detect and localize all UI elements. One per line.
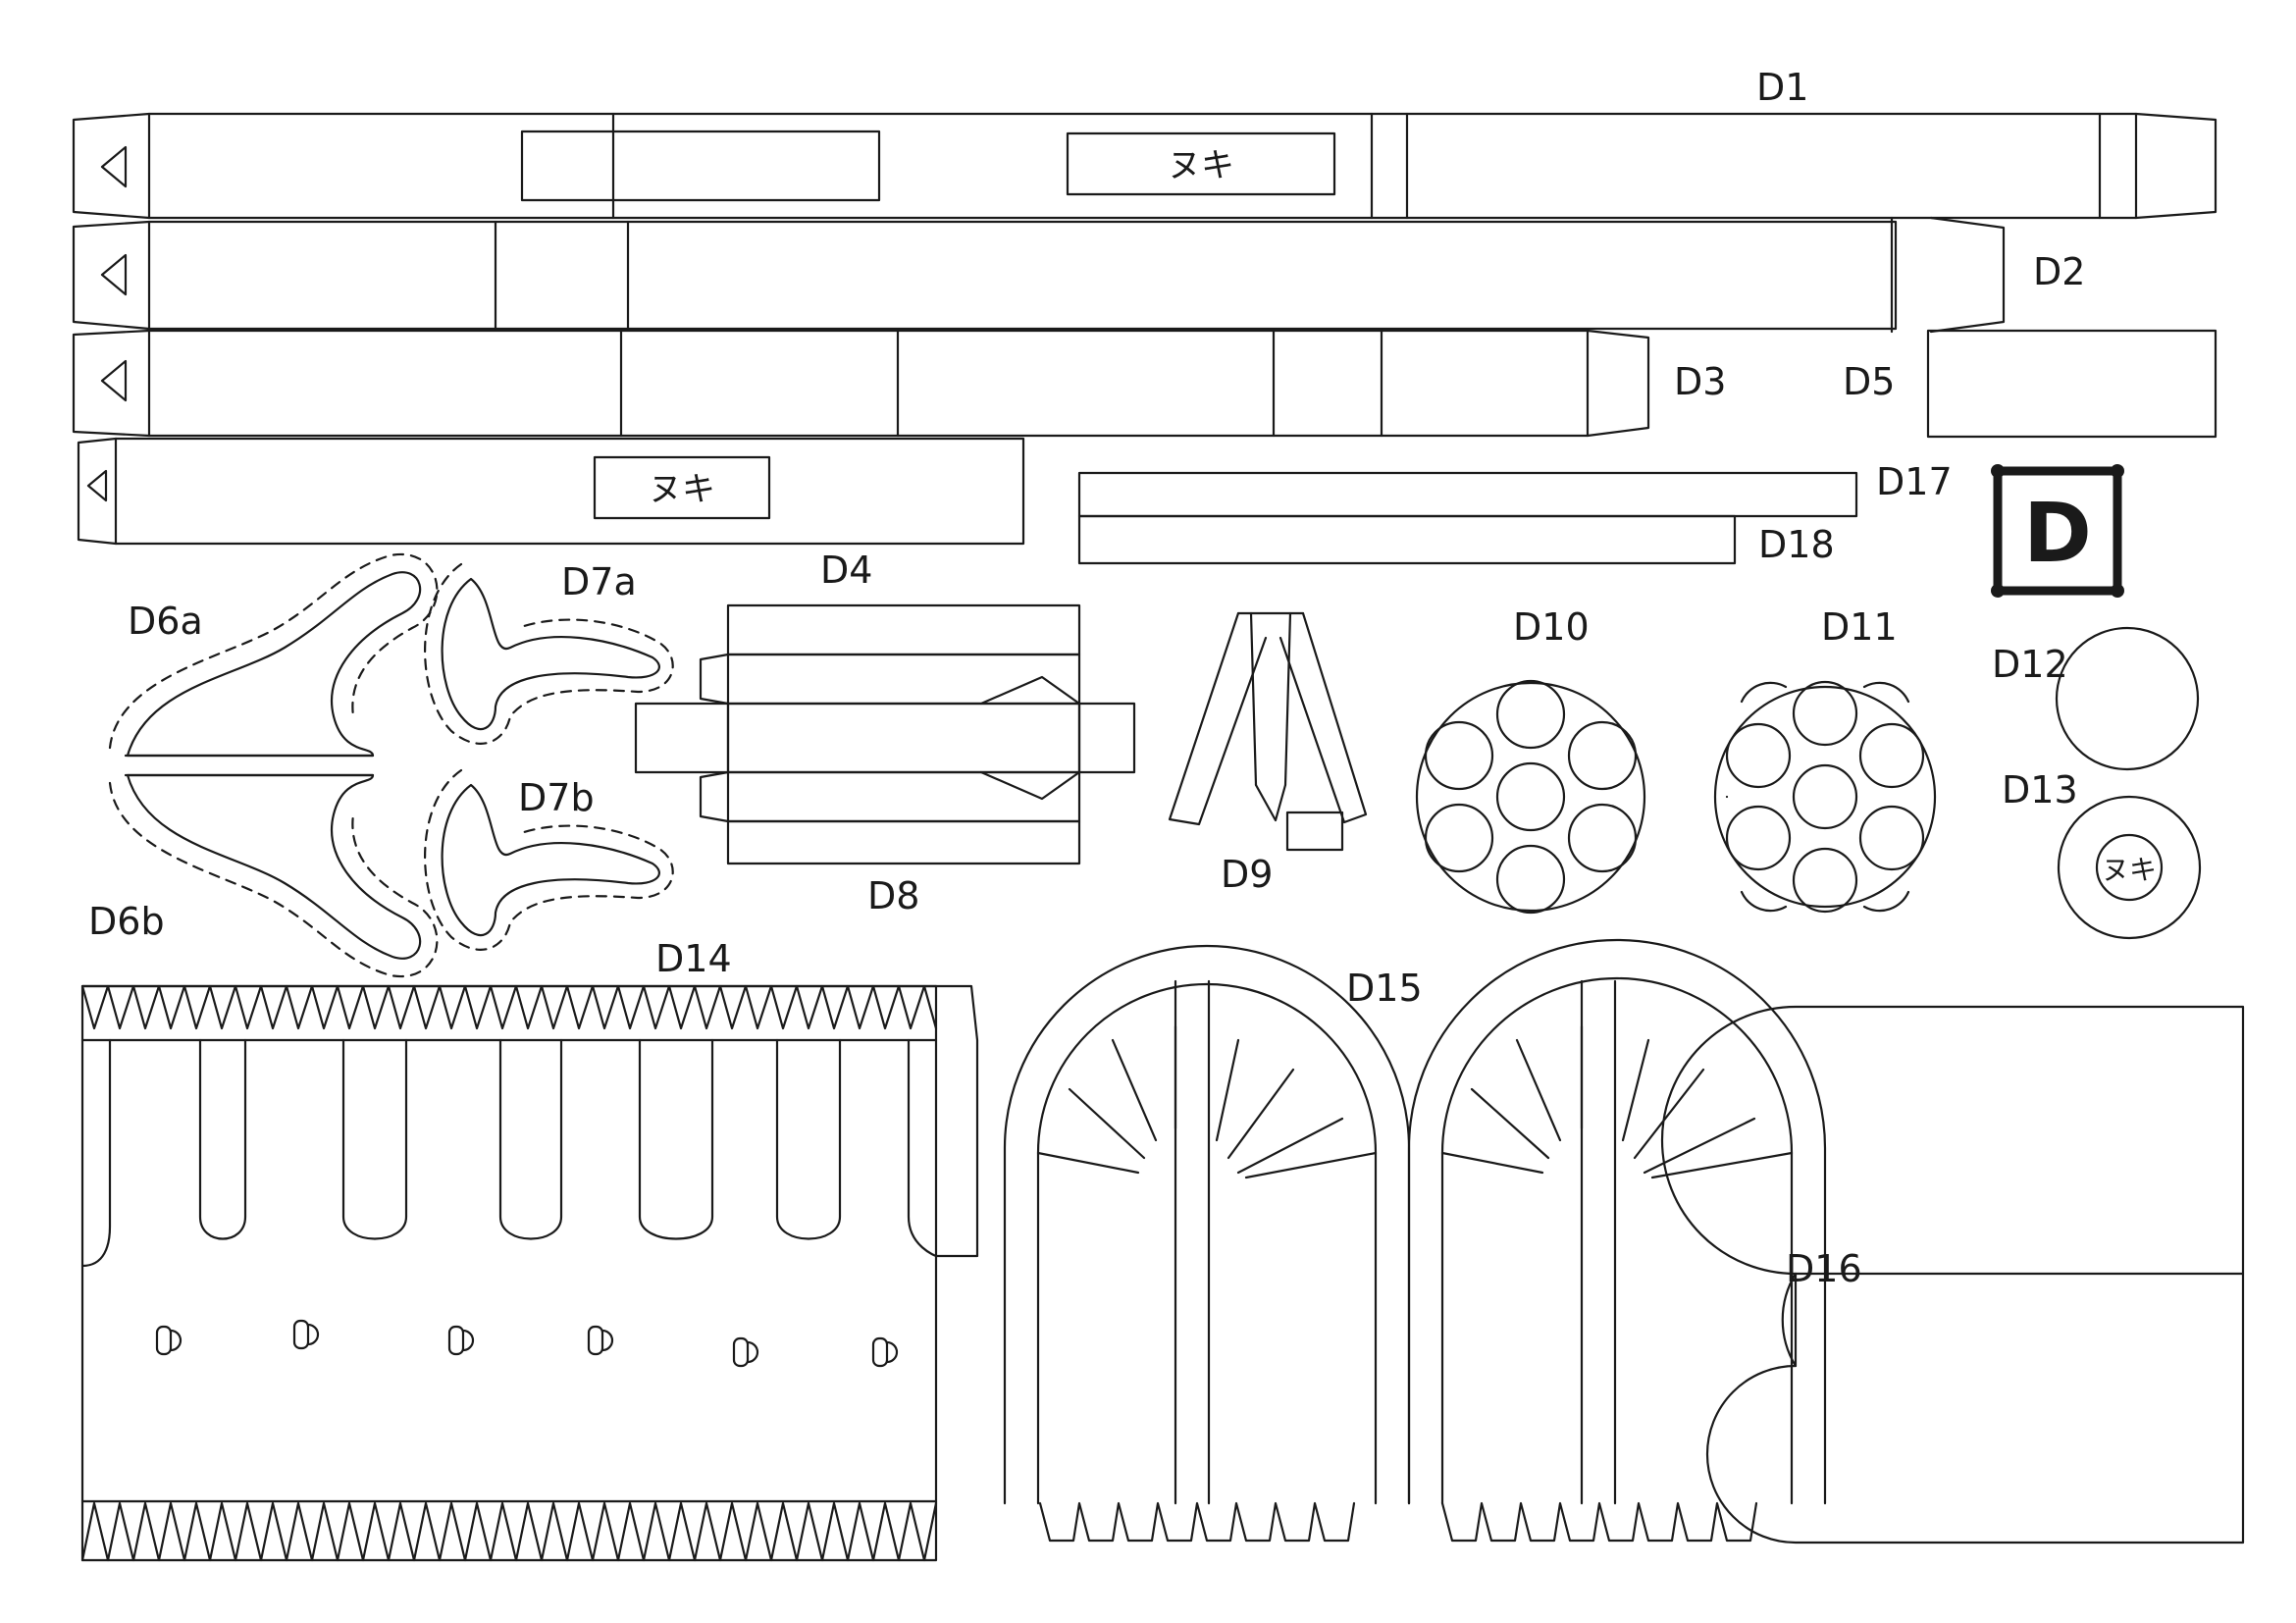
part-label-d11: D11 — [1821, 605, 1898, 649]
part-label-d1: D1 — [1756, 66, 1808, 109]
triangle-mark-icon — [100, 359, 128, 402]
cutout-text-d4-strip: ヌキ — [649, 470, 715, 509]
part-d1 — [72, 112, 2218, 220]
part-d12 — [2055, 626, 2200, 771]
d14-top-teeth — [80, 984, 938, 1030]
d1-glue-tab — [72, 112, 151, 220]
d1-end-tab — [2134, 112, 2218, 220]
part-label-d10: D10 — [1513, 605, 1590, 649]
triangle-mark-icon — [100, 145, 128, 188]
d1-cutout-left — [520, 130, 881, 202]
part-label-d7b: D7b — [518, 776, 595, 819]
part-d7a — [424, 562, 674, 745]
part-d9 — [1168, 611, 1368, 852]
part-d18 — [1077, 514, 1737, 565]
d15-bottom-teeth — [1038, 1501, 1758, 1543]
d3-glue-tab — [72, 329, 151, 438]
part-d13 — [2057, 795, 2202, 940]
part-label-d9: D9 — [1221, 853, 1273, 896]
cutout-text-d1: ヌキ — [1168, 146, 1234, 185]
part-d14 — [80, 984, 979, 1562]
part-d4-d8-net — [634, 603, 1136, 865]
triangle-mark-icon — [100, 253, 128, 296]
d3-end-tab — [1586, 329, 1650, 438]
d14-bottom-teeth — [80, 1501, 938, 1562]
part-d16 — [1660, 1005, 2245, 1544]
part-label-d14: D14 — [655, 937, 732, 980]
d1-cutout-right — [1066, 131, 1336, 196]
part-d6a — [108, 552, 439, 758]
d2-end-tab — [1929, 216, 2006, 334]
part-d2 — [72, 216, 2006, 334]
part-label-d15: D15 — [1346, 967, 1423, 1010]
part-label-d2: D2 — [2033, 250, 2085, 293]
cutout-text-d13: ヌキ — [2102, 854, 2157, 886]
part-d6b — [108, 773, 439, 978]
part-label-d17: D17 — [1876, 460, 1953, 503]
part-label-d18: D18 — [1758, 523, 1835, 566]
part-label-d3: D3 — [1674, 360, 1726, 403]
part-label-d4: D4 — [820, 549, 872, 592]
sheet-mark-badge: D — [1991, 464, 2124, 598]
d15-right-arch-outline — [1407, 938, 1827, 1505]
part-label-d7a: D7a — [561, 560, 637, 603]
part-d11 — [1713, 680, 1937, 914]
part-label-d6b: D6b — [88, 900, 165, 943]
part-label-d16: D16 — [1786, 1247, 1862, 1290]
sheet-mark-letter: D — [2023, 485, 2092, 581]
d4-strip-glue-tab — [77, 437, 118, 546]
part-d3 — [72, 329, 1650, 438]
part-d10 — [1415, 679, 1646, 915]
d4-strip-cutout — [593, 455, 771, 520]
part-label-d13: D13 — [2002, 768, 2078, 812]
part-label-d8: D8 — [867, 874, 919, 917]
d2-glue-tab — [72, 220, 151, 331]
part-d7b — [424, 768, 674, 951]
part-d5 — [1926, 329, 2218, 439]
d15-left-arch-outline — [1003, 944, 1411, 1505]
part-label-d6a: D6a — [128, 600, 203, 643]
triangle-mark-icon — [86, 469, 108, 502]
d14-slot-marks — [155, 1319, 899, 1368]
part-d17 — [1077, 471, 1858, 518]
part-d15 — [1003, 938, 1827, 1543]
part-d4-strip — [77, 437, 1025, 546]
part-label-d5: D5 — [1843, 360, 1895, 403]
part-label-d12: D12 — [1992, 643, 2068, 686]
